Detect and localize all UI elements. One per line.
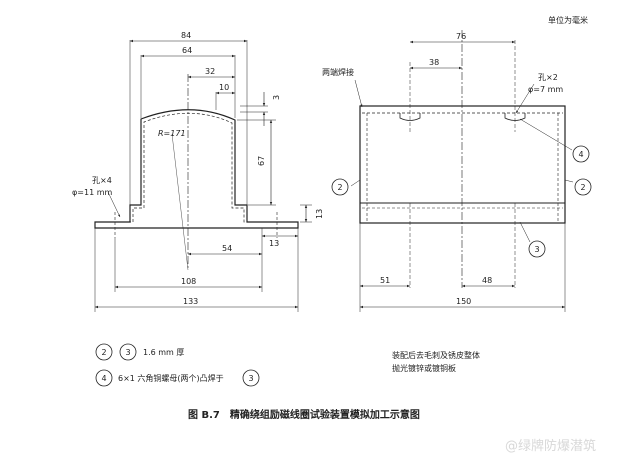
watermark: @绿牌防爆潜筑	[505, 438, 596, 454]
dim-48: 48	[482, 276, 492, 285]
balloon-4	[572, 145, 590, 163]
dim-67: 67	[257, 156, 266, 166]
balloon-4-text: 4	[578, 150, 583, 159]
unit-note: 单位为毫米	[548, 15, 588, 25]
dim-108: 108	[181, 277, 196, 286]
hat-profile	[94, 109, 299, 229]
note-balloon-2-text: 2	[101, 348, 106, 357]
note-assembly-1: 装配后去毛刺及锈皮整体	[392, 350, 480, 360]
dim-133: 133	[183, 297, 198, 306]
dim-13-right: 13	[315, 209, 324, 219]
dim-radius: R=171	[158, 129, 186, 138]
nut-left	[399, 113, 421, 121]
note-balloon-3	[119, 343, 137, 361]
dim-13-lower: 13	[269, 239, 279, 248]
right-view	[350, 30, 574, 312]
balloon-2-left-text: 2	[337, 183, 342, 192]
dim-38: 38	[429, 58, 439, 67]
dim-51: 51	[380, 276, 390, 285]
dim-150: 150	[456, 297, 471, 306]
note-balloon-3-text: 3	[125, 348, 130, 357]
balloon-2-right-text: 2	[580, 183, 585, 192]
note-balloon-3b-text: 3	[248, 374, 253, 383]
note-balloon-2	[95, 343, 113, 361]
balloon-2-left	[331, 178, 349, 196]
right-hole-label: 孔×2	[538, 73, 558, 82]
note-nut: 6×1 六角铜螺母(两个)凸焊于	[118, 373, 224, 383]
box-outline	[359, 105, 566, 224]
note-thickness: 1.6 mm 厚	[143, 348, 184, 357]
note-balloon-3b	[242, 369, 260, 387]
weld-note: 两端焊接	[322, 67, 354, 77]
balloon-3	[528, 240, 546, 258]
right-hole-diameter: φ=7 mm	[528, 85, 563, 94]
dim-54: 54	[222, 244, 232, 253]
note-balloon-4	[95, 369, 113, 387]
left-view	[94, 39, 312, 312]
dim-32: 32	[205, 67, 215, 76]
figure-caption: 图 B.7 精确绕组励磁线圈试验装置模拟加工示意图	[188, 408, 420, 421]
note-assembly-2: 抛光镀锌或镀铜板	[392, 363, 456, 373]
note-balloon-4-text: 4	[101, 374, 106, 383]
hat-inner-line	[98, 112, 295, 223]
left-hole-label: 孔×4	[92, 176, 112, 185]
dim-76: 76	[456, 32, 466, 41]
balloon-2-right	[574, 178, 592, 196]
dim-64: 64	[182, 46, 192, 55]
dim-3: 3	[272, 95, 281, 100]
dim-10: 10	[219, 83, 229, 92]
left-hole-diameter: φ=11 mm	[72, 188, 112, 197]
dim-84: 84	[181, 31, 191, 40]
balloon-3-text: 3	[534, 245, 539, 254]
